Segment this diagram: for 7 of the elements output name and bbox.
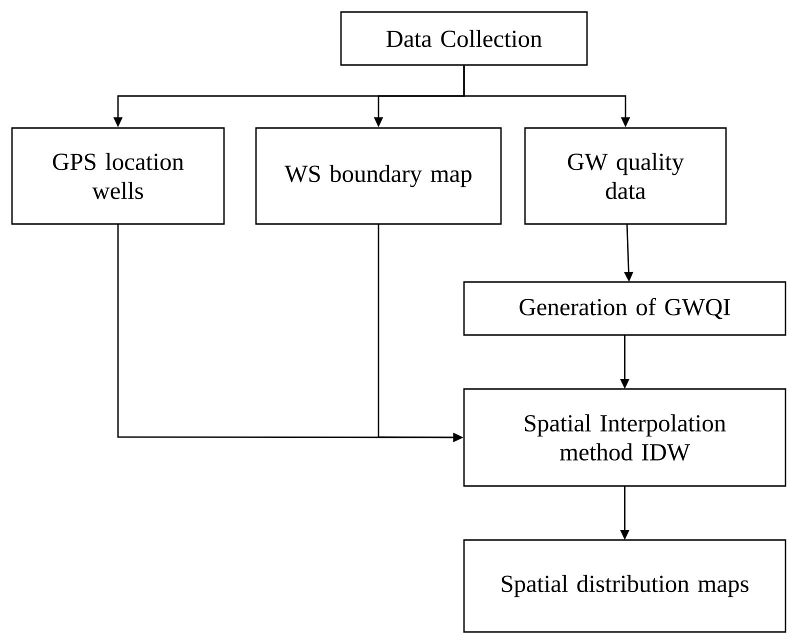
process-box: GPS location wells	[11, 127, 225, 225]
process-box: Generation of GWQI	[463, 281, 786, 336]
process-box: WS boundary map	[255, 127, 502, 225]
process-box: Spatial Interpolation method IDW	[463, 388, 786, 487]
process-box: Data Collection	[340, 11, 588, 66]
process-box: Spatial distribution maps	[463, 539, 786, 633]
process-box: GW quality data	[524, 127, 727, 225]
